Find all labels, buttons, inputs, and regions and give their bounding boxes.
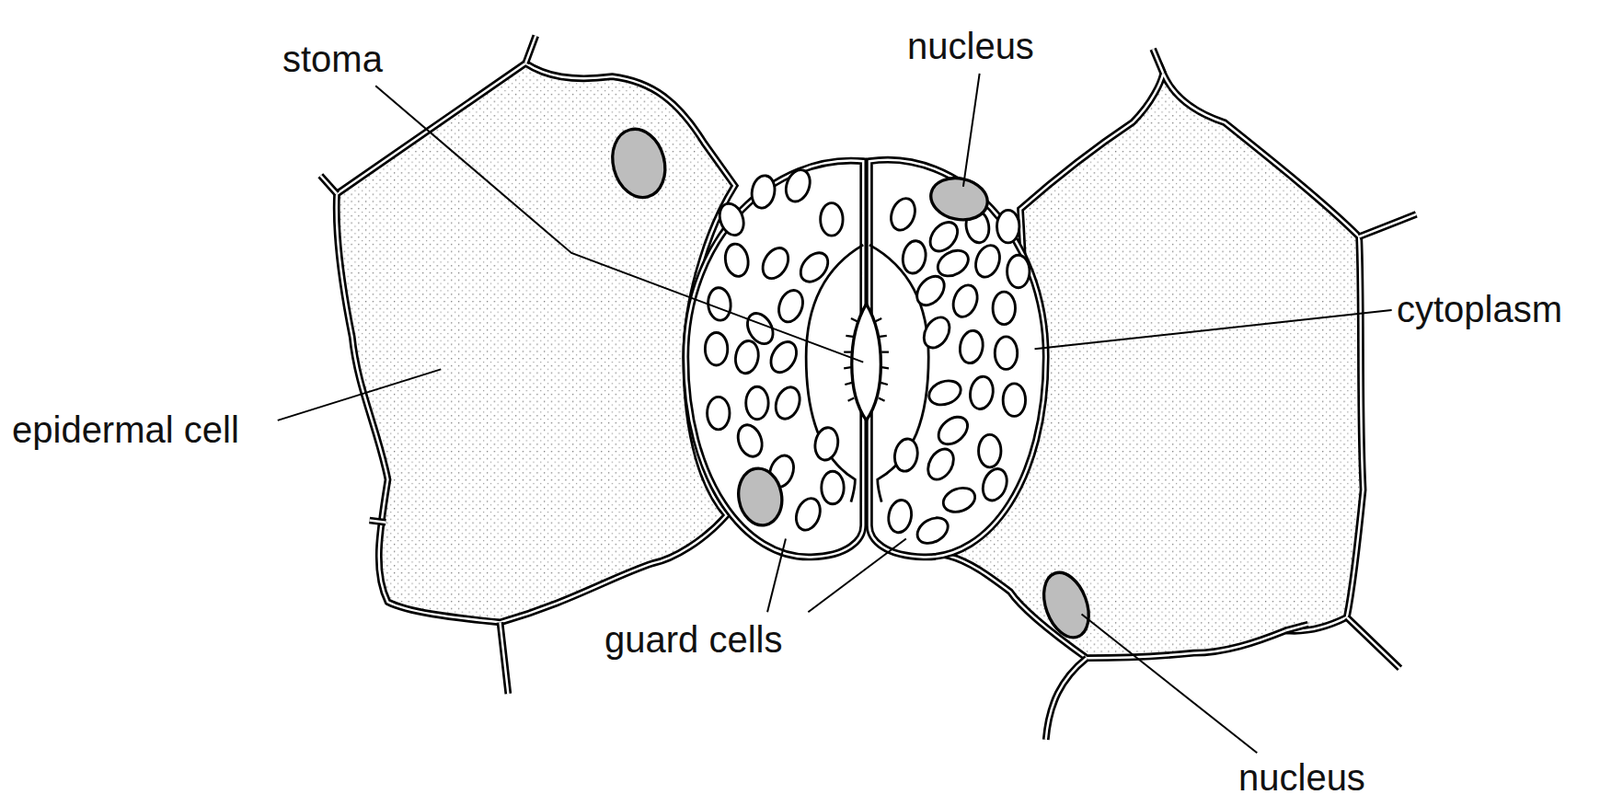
nucleus [927,172,992,225]
chloroplast [922,444,959,484]
guard-cell [685,161,864,558]
chloroplast [925,376,965,409]
chloroplast [900,239,929,276]
chloroplast [886,497,914,534]
part-label: epidermal cell [11,408,240,451]
chloroplast [723,241,751,278]
chloroplast [734,421,767,461]
chloroplast [707,396,730,429]
part-label: stoma [282,37,383,81]
nucleus [734,464,787,529]
chloroplast [757,243,794,284]
chloroplast [978,465,1012,505]
chloroplast [746,386,769,419]
chloroplast [792,494,825,534]
chloroplast [957,328,986,365]
chloroplast [967,374,996,411]
nucleus [605,123,673,204]
chloroplast [706,287,732,322]
chloroplast [771,383,805,423]
leader-lines [277,73,1393,754]
chloroplast [932,411,973,449]
chloroplast-group [704,166,1030,549]
chloroplast [997,209,1020,242]
guard-cell-inner-wall [805,244,929,502]
chloroplast [892,437,921,473]
nucleus [1035,566,1098,645]
guard-cell [869,160,1047,558]
chloroplast [886,195,920,234]
chloroplast [978,434,1002,467]
chloroplast [733,339,761,376]
chloroplast [912,512,953,549]
chloroplast [940,483,979,517]
pore-ridge [843,318,889,402]
chloroplast [1007,254,1030,288]
chloroplast [949,281,982,321]
chloroplast [1002,383,1025,416]
chloroplast [821,471,844,504]
epidermal-cell [948,48,1416,740]
epidermal-cell [320,35,735,694]
part-label: cytoplasm [1396,287,1563,331]
chloroplast [774,287,807,326]
part-label: guard cells [604,618,783,661]
chloroplast [765,337,802,378]
chloroplast [794,247,833,288]
chloroplast [812,425,841,462]
chloroplast [919,312,956,353]
chloroplast [992,291,1015,324]
part-label: nucleus [907,24,1035,68]
part-label: nucleus [1238,756,1366,799]
chloroplast [715,200,749,240]
chloroplast [911,271,950,311]
chloroplast [971,241,1004,281]
chloroplast [748,173,777,210]
chloroplast [994,336,1017,369]
chloroplast [704,332,727,365]
chloroplast [782,166,815,206]
chloroplast [820,203,843,236]
